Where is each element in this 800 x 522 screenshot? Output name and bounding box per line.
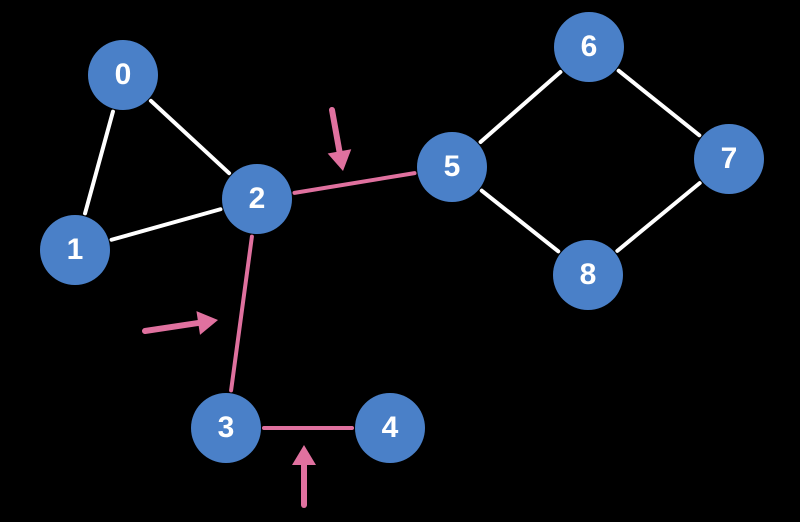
node-circle	[694, 124, 764, 194]
arrow-shaft	[329, 107, 343, 157]
node-label: 1	[67, 233, 84, 266]
node-label: 5	[444, 150, 461, 183]
node-5: 5	[417, 132, 487, 202]
arrow-head	[327, 149, 352, 171]
node-6: 6	[554, 12, 624, 82]
node-circle	[553, 240, 623, 310]
node-circle	[40, 215, 110, 285]
edge-0-2	[148, 98, 232, 176]
edges-layer	[83, 68, 702, 430]
node-4: 4	[355, 393, 425, 463]
node-label: 8	[580, 258, 597, 291]
node-3: 3	[191, 393, 261, 463]
edge-1-2	[109, 207, 223, 242]
node-circle	[554, 12, 624, 82]
edge-0-1	[83, 109, 115, 216]
node-label: 4	[382, 411, 399, 444]
node-1: 1	[40, 215, 110, 285]
edge-7-8	[615, 181, 702, 253]
arrow-head	[196, 311, 218, 335]
node-0: 0	[88, 40, 158, 110]
nodes-layer: 0 1 2 3 4 5 6 7 8	[40, 12, 764, 463]
edge-2-3-bridge	[229, 234, 254, 393]
node-2: 2	[222, 164, 292, 234]
arrow-icon-edge-2-3	[142, 311, 218, 335]
node-label: 3	[218, 411, 235, 444]
node-8: 8	[553, 240, 623, 310]
arrow-shaft	[142, 319, 204, 334]
arrows-layer	[142, 107, 352, 508]
node-circle	[191, 393, 261, 463]
node-circle	[88, 40, 158, 110]
edge-5-6	[478, 70, 563, 144]
node-circle	[355, 393, 425, 463]
edge-6-7	[616, 68, 702, 138]
arrow-icon-edge-3-4	[292, 445, 316, 508]
node-7: 7	[694, 124, 764, 194]
node-label: 6	[581, 30, 598, 63]
node-label: 7	[721, 142, 738, 175]
node-label: 2	[249, 182, 266, 215]
arrow-head	[292, 445, 316, 465]
edge-8-5	[479, 188, 561, 254]
node-label: 0	[115, 58, 132, 91]
edge-2-5-bridge	[292, 171, 417, 195]
node-circle	[222, 164, 292, 234]
arrow-icon-edge-2-5	[327, 107, 352, 171]
node-circle	[417, 132, 487, 202]
